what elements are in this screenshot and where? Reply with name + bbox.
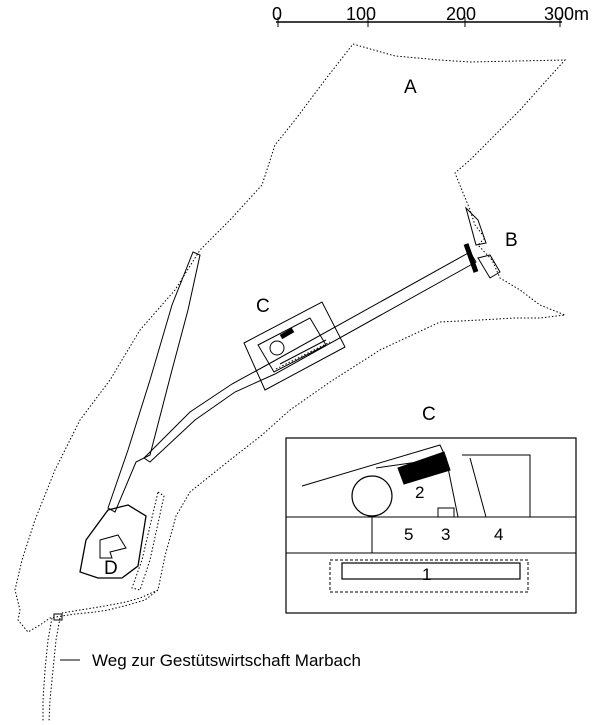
inset-title: C (422, 404, 436, 425)
inset-number-5: 5 (404, 525, 413, 544)
legend-path: Weg zur Gestütswirtschaft Marbach (60, 651, 361, 670)
fortress-d (79, 491, 165, 591)
gate-b (463, 206, 501, 279)
path-marbach-left (42, 617, 53, 722)
inset-detail-c: C 2 5 3 4 1 (285, 404, 577, 614)
label-area-b: B (505, 230, 518, 251)
inset-number-1: 1 (422, 565, 431, 584)
scale-tick-100: 100 (346, 4, 376, 24)
legend-path-text: Weg zur Gestütswirtschaft Marbach (92, 651, 361, 670)
compound-c (243, 301, 346, 391)
label-area-d: D (104, 558, 118, 579)
label-area-c: C (256, 296, 270, 317)
inset-number-2: 2 (415, 483, 424, 502)
scale-bar: 0 100 200 300m (272, 4, 589, 27)
scale-tick-300m: 300m (544, 4, 589, 24)
scale-tick-0: 0 (272, 4, 282, 24)
label-area-a: A (404, 77, 417, 98)
scale-tick-200: 200 (446, 4, 476, 24)
site-boundary (14, 43, 567, 633)
path-gate (53, 613, 63, 621)
inset-number-4: 4 (494, 525, 503, 544)
spur-wall (107, 251, 201, 513)
path-marbach-right (48, 617, 61, 723)
causeway (143, 251, 477, 463)
inset-number-3: 3 (441, 525, 450, 544)
